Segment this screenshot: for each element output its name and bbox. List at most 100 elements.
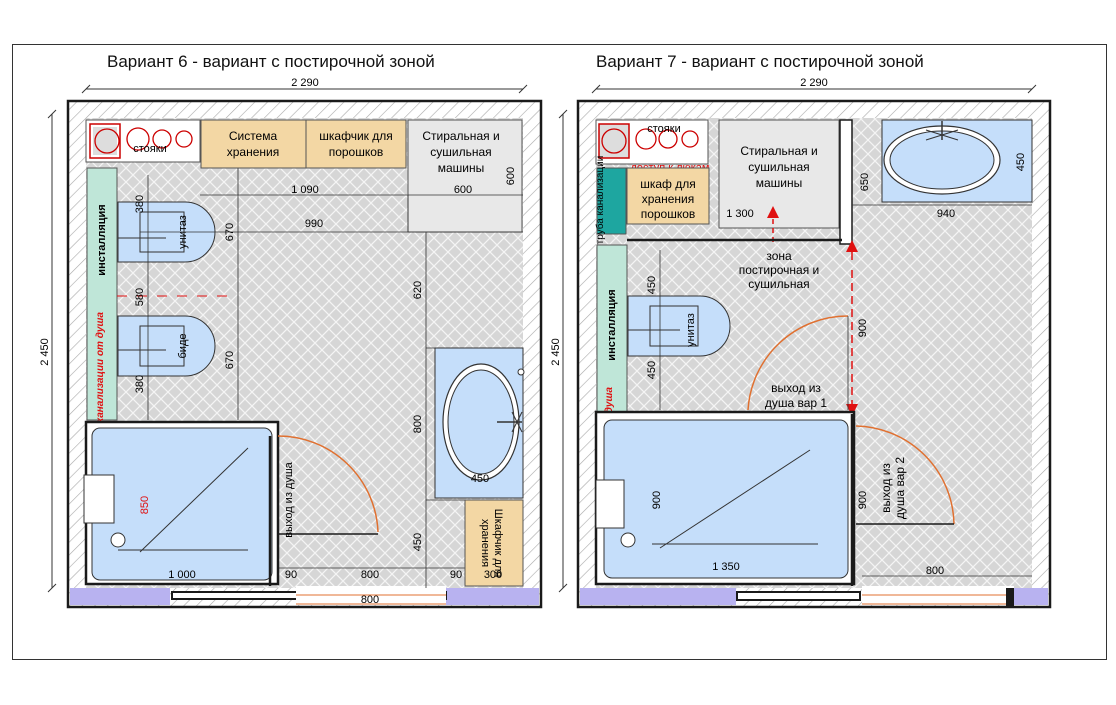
dim-90-right: 90 <box>450 569 462 581</box>
washer-label-1: Стиральная и <box>740 144 817 158</box>
dim-990: 990 <box>305 218 323 230</box>
dim-1350: 1 350 <box>712 561 740 573</box>
storage-cabinet <box>464 499 524 587</box>
cabinet-label-2: хранения <box>479 519 491 567</box>
washer-label-2: сушильная <box>430 145 491 159</box>
dim-800-vertical: 800 <box>412 415 424 433</box>
powder-cabinet <box>626 167 710 225</box>
bidet-label: биде <box>177 334 189 359</box>
dim-90-left: 90 <box>285 569 297 581</box>
dim-450-right: 450 <box>1015 153 1027 171</box>
dim-450-bottom: 450 <box>646 361 658 379</box>
washer-label-2: сушильная <box>748 160 809 174</box>
dim-670-top: 670 <box>224 223 236 241</box>
dim-380-bottom: 380 <box>134 375 146 393</box>
riser-icon <box>94 128 120 154</box>
exit2-label-2: душа вар 2 <box>893 457 907 520</box>
dim-940: 940 <box>937 208 955 220</box>
installation-label: инсталляция <box>96 204 108 275</box>
dim-450-horizontal: 450 <box>471 473 489 485</box>
riser-icon <box>175 130 193 148</box>
dim-450-vertical: 450 <box>412 533 424 551</box>
height-dim: 2 450 <box>550 338 562 366</box>
dim-900-shower: 900 <box>651 491 663 509</box>
storage-label-2: хранения <box>227 145 279 159</box>
shower-mixer <box>595 479 625 529</box>
powder-label-1: шкафчик для <box>319 129 392 143</box>
toilet <box>627 295 731 357</box>
height-dim: 2 450 <box>39 338 51 366</box>
washer-label-3: машины <box>438 161 485 175</box>
zone-label-3: сушильная <box>748 277 809 291</box>
dim-670-bottom: 670 <box>224 351 236 369</box>
partition-wall <box>839 119 853 245</box>
bidet <box>117 315 216 377</box>
width-dim: 2 290 <box>291 77 319 89</box>
door-swing <box>277 435 379 533</box>
plan-7-title: Вариант 7 - вариант с постирочной зоной <box>596 52 924 71</box>
outer-wall <box>66 99 543 609</box>
riser-icon <box>635 128 657 150</box>
storage-label-1: Система <box>229 129 278 143</box>
shower-tray <box>603 419 849 579</box>
washer-label-1: Стиральная и <box>422 129 499 143</box>
dim-600: 600 <box>454 184 472 196</box>
cabinet-label-3: порошков <box>641 207 696 221</box>
door-swing-2 <box>855 425 955 525</box>
outer-wall <box>576 99 1052 609</box>
shower-drain <box>110 532 126 548</box>
riser-icon <box>681 130 699 148</box>
risers-label: стояки <box>133 143 166 155</box>
washer-label-3: машины <box>756 176 803 190</box>
plan-7: 2 450 2 290 стояки доступ к люкам труба … <box>550 77 1052 609</box>
riser-icon <box>152 129 172 149</box>
installation-label: инсталляция <box>606 289 618 360</box>
cabinet-label-1: шкаф для <box>640 177 696 191</box>
dim-1090: 1 090 <box>291 184 319 196</box>
dim-450-top: 450 <box>646 276 658 294</box>
riser-icon <box>658 129 678 149</box>
plan-6: 2 450 2 290 стояки Система хранения шкаф… <box>39 77 543 609</box>
shower-exit-label: выход из душа <box>283 461 295 537</box>
exit1-label-1: выход из <box>771 381 821 395</box>
toilet-label: унитаз <box>685 313 697 347</box>
dim-900-exit: 900 <box>857 491 869 509</box>
dim-900-zone: 900 <box>857 319 869 337</box>
dim-620: 620 <box>412 281 424 299</box>
dim-580: 580 <box>134 288 146 306</box>
dim-380-top: 380 <box>134 195 146 213</box>
dim-800-opening: 800 <box>361 594 379 606</box>
dim-800: 800 <box>926 565 944 577</box>
width-dim: 2 290 <box>800 77 828 89</box>
door-swing-1 <box>747 315 849 411</box>
installation <box>86 167 118 421</box>
powder-label-2: порошков <box>329 145 384 159</box>
dim-1300: 1 300 <box>726 208 754 220</box>
shower-drain <box>620 532 636 548</box>
storage-system <box>200 119 307 169</box>
pipe-top-label: труба канализации <box>594 156 606 245</box>
zone-label-2: постирочная и <box>739 263 820 277</box>
dim-300: 300 <box>484 569 502 581</box>
exit2-label-1: выход из <box>879 463 893 513</box>
dim-1000: 1 000 <box>168 569 196 581</box>
zone-label-1: зона <box>766 249 792 263</box>
pipe-box <box>596 167 627 235</box>
riser-icon <box>601 128 627 154</box>
cabinet-label-1: Шкафчик для <box>492 509 504 578</box>
plan-6-title: Вариант 6 - вариант с постирочной зоной <box>107 52 435 71</box>
dim-850: 850 <box>139 496 151 514</box>
cabinet-label-2: хранения <box>642 192 694 206</box>
door-threshold <box>736 591 861 601</box>
riser-icon <box>126 127 150 151</box>
washer-dryer <box>407 119 523 233</box>
exit1-label-2: душа вар 1 <box>765 396 828 410</box>
dim-650: 650 <box>859 173 871 191</box>
drawing-frame <box>12 44 1107 660</box>
dim-600-vertical: 600 <box>505 167 517 185</box>
shower-mixer <box>83 474 115 524</box>
washer-dryer <box>718 119 840 229</box>
risers-label: стояки <box>647 123 680 135</box>
powder-cabinet <box>305 119 407 169</box>
